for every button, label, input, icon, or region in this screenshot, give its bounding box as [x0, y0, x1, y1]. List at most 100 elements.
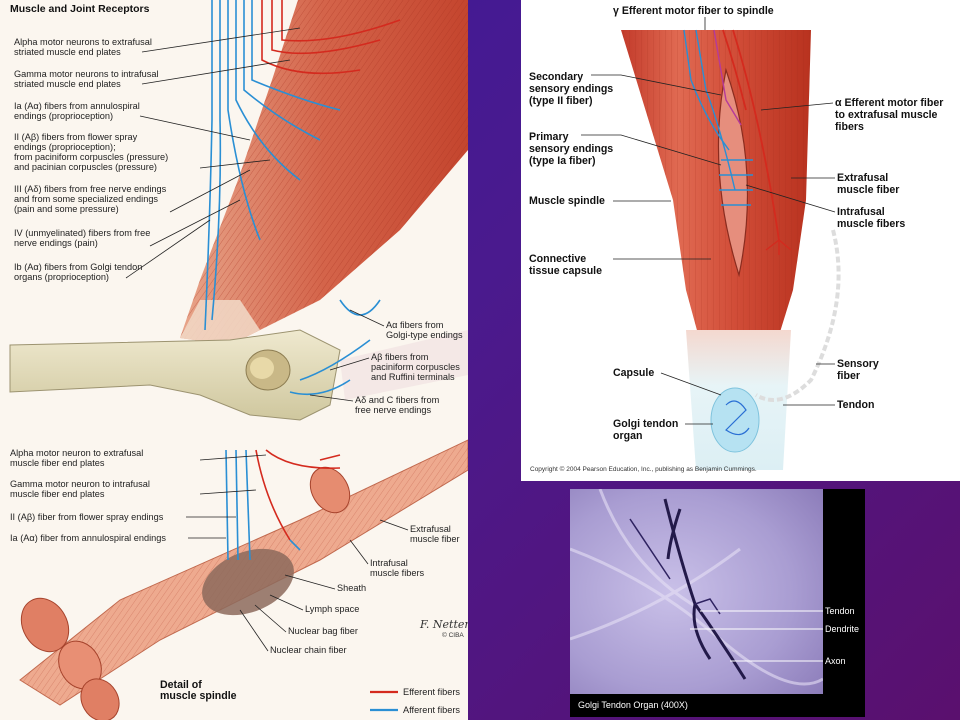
a-beta-joint-label-line-3: and Ruffini terminals — [371, 372, 455, 382]
secondary-endings-label-line-2: sensory endings — [529, 83, 613, 95]
lymph-space-label-line-1: Lymph space — [305, 604, 359, 614]
nuclear-bag-fiber-label-leader — [254, 604, 287, 633]
primary-endings-label-line-3: (type Ia fiber) — [529, 155, 596, 167]
detail-title-line-2: muscle spindle — [160, 690, 237, 702]
gamma-motor-neurons-label-line-1: Gamma motor neurons to intrafusal — [14, 69, 159, 79]
sensory-fiber-label-line-1: Sensory — [837, 358, 879, 370]
sheath-label-leader — [284, 574, 336, 590]
iv-fibers-label-leader — [149, 199, 241, 247]
connective-capsule-label-line-1: Connective — [529, 253, 586, 265]
legend: Efferent fibers Afferent fibers — [370, 687, 460, 715]
golgi-tendon-organ — [710, 387, 760, 453]
connective-capsule-label-line-2: tissue capsule — [529, 265, 602, 277]
muscle-spindle-diagram: γ Efferent motor fiber to spindle Second… — [521, 0, 960, 481]
netter-receptor-illustration: Muscle and Joint Receptors Alpha motor n… — [0, 0, 468, 720]
alpha-motor-neuron-lower-label-leader — [199, 454, 267, 461]
alpha-efferent-label-leader — [760, 102, 834, 111]
extrafusal-lower-label-line-2: muscle fiber — [410, 534, 460, 544]
detail-title-line-1: Detail of — [160, 679, 202, 691]
micrograph-label-axon: Axon — [825, 656, 846, 666]
sheath-label-line-1: Sheath — [337, 583, 366, 593]
muscle-spindle-label-line-1: Muscle spindle — [529, 195, 605, 207]
primary-endings-label-leader — [581, 134, 722, 166]
ia-fibers-label-line-1: Ia (Aα) fibers from annulospiral — [14, 101, 140, 111]
ii-fibers-label-line-2: endings (proprioception); — [14, 142, 116, 152]
intrafusal-lower-label-leader — [349, 539, 369, 565]
iii-fibers-label-line-2: and from some specialized endings — [14, 194, 158, 204]
a-beta-joint-label-line-1: Aβ fibers from — [371, 352, 429, 362]
legend-afferent-label: Afferent fibers — [403, 705, 460, 715]
iv-fibers-label-line-2: nerve endings (pain) — [14, 238, 98, 248]
iv-fibers-label-line-1: IV (unmyelinated) fibers from free — [14, 228, 150, 238]
gamma-motor-neuron-lower-label-line-2: muscle fiber end plates — [10, 489, 105, 499]
intrafusal-fibers-label-line-2: muscle fibers — [837, 218, 905, 230]
a-delta-c-joint-label-line-2: free nerve endings — [355, 405, 432, 415]
gamma-motor-neurons-label-leader — [141, 59, 291, 85]
artist-mark: © CIBA — [442, 631, 464, 639]
a-alpha-joint-label-leader — [349, 309, 385, 327]
tendon-label-line-1: Tendon — [837, 399, 874, 411]
gamma-efferent-label: γ Efferent motor fiber to spindle — [613, 5, 774, 17]
ia-fibers-label-leader — [139, 115, 251, 141]
intrafusal-lower-label-line-2: muscle fibers — [370, 568, 425, 578]
secondary-endings-label-line-1: Secondary — [529, 71, 583, 83]
legend-efferent-label: Efferent fibers — [403, 687, 460, 697]
golgi-tendon-micrograph: Tendon Dendrite Axon Golgi Tendon Organ … — [570, 489, 865, 717]
a-delta-c-joint-label-line-1: Aδ and C fibers from — [355, 395, 440, 405]
alpha-efferent-label-line-1: α Efferent motor fiber — [835, 97, 943, 109]
micrograph-label-tendon: Tendon — [825, 606, 855, 616]
upper-labels: Alpha motor neurons to extrafusalstriate… — [14, 27, 301, 282]
micrograph-drawing: Tendon Dendrite Axon Golgi Tendon Organ … — [570, 489, 865, 710]
ia-fiber-lower-label-line-1: Ia (Aα) fiber from annulospiral endings — [10, 533, 166, 543]
muscle-spindle-shape — [717, 67, 749, 278]
a-beta-joint-label-line-2: paciniform corpuscles — [371, 362, 460, 372]
nuclear-chain-fiber-label-line-1: Nuclear chain fiber — [270, 645, 347, 655]
nuclear-bag-fiber-label-line-1: Nuclear bag fiber — [288, 626, 358, 636]
spindle-capsule — [202, 548, 294, 616]
iii-fibers-label-line-1: III (Aδ) fibers from free nerve endings — [14, 184, 167, 194]
nuclear-chain-fiber-label-leader — [239, 609, 269, 652]
micrograph-label-dendrite: Dendrite — [825, 624, 859, 634]
primary-endings-label-line-1: Primary — [529, 131, 569, 143]
ii-fibers-label-line-3: from paciniform corpuscles (pressure) — [14, 152, 168, 162]
intrafusal-fibers-label-leader — [745, 184, 836, 213]
ii-fibers-label-line-4: and pacinian corpuscles (pressure) — [14, 162, 157, 172]
capsule-label-line-1: Capsule — [613, 367, 654, 379]
secondary-endings-label-line-3: (type II fiber) — [529, 95, 593, 107]
alpha-motor-neurons-label-line-2: striated muscle end plates — [14, 47, 121, 57]
a-beta-joint-label-leader — [329, 357, 370, 371]
lymph-space-label-leader — [269, 594, 304, 611]
iii-fibers-label-line-3: (pain and some pressure) — [14, 204, 119, 214]
alpha-motor-neurons-label-leader — [141, 27, 301, 53]
intrafusal-lower-label-line-1: Intrafusal — [370, 558, 408, 568]
alpha-motor-neuron-lower-label-line-2: muscle fiber end plates — [10, 458, 105, 468]
ii-fibers-label-line-1: II (Aβ) fibers from flower spray — [14, 132, 138, 142]
micrograph-image — [570, 489, 823, 694]
capsule-label-leader — [660, 372, 722, 396]
ib-fibers-label-leader — [125, 219, 211, 279]
alpha-motor-neurons-label-line-1: Alpha motor neurons to extrafusal — [14, 37, 152, 47]
secondary-endings-label-leader — [591, 74, 722, 96]
extrafusal-lower-label-line-1: Extrafusal — [410, 524, 451, 534]
ib-fibers-label-line-2: organs (proprioception) — [14, 272, 109, 282]
netter-drawing: Muscle and Joint Receptors Alpha motor n… — [9, 0, 468, 720]
ii-fibers-label-leader — [199, 159, 271, 169]
golgi-tendon-organ-label-line-2: organ — [613, 430, 642, 442]
ib-fibers-label-line-1: Ib (Aα) fibers from Golgi tendon — [14, 262, 142, 272]
golgi-tendon-organ-label-line-1: Golgi tendon — [613, 418, 678, 430]
extrafusal-fiber-label-line-2: muscle fiber — [837, 184, 899, 196]
figure-title: Muscle and Joint Receptors — [10, 3, 150, 15]
ia-fibers-label-line-2: endings (proprioception) — [14, 111, 113, 121]
a-alpha-joint-label-line-1: Aα fibers from — [386, 320, 444, 330]
ii-fiber-lower-label-line-1: II (Aβ) fiber from flower spray endings — [10, 512, 164, 522]
gamma-motor-neuron-lower-label-leader — [199, 489, 257, 495]
alpha-motor-neuron-lower-label-line-1: Alpha motor neuron to extrafusal — [10, 448, 143, 458]
primary-endings-label-line-2: sensory endings — [529, 143, 613, 155]
extrafusal-fiber-label-line-1: Extrafusal — [837, 172, 888, 184]
extrafusal-lower-label-leader — [379, 519, 409, 531]
